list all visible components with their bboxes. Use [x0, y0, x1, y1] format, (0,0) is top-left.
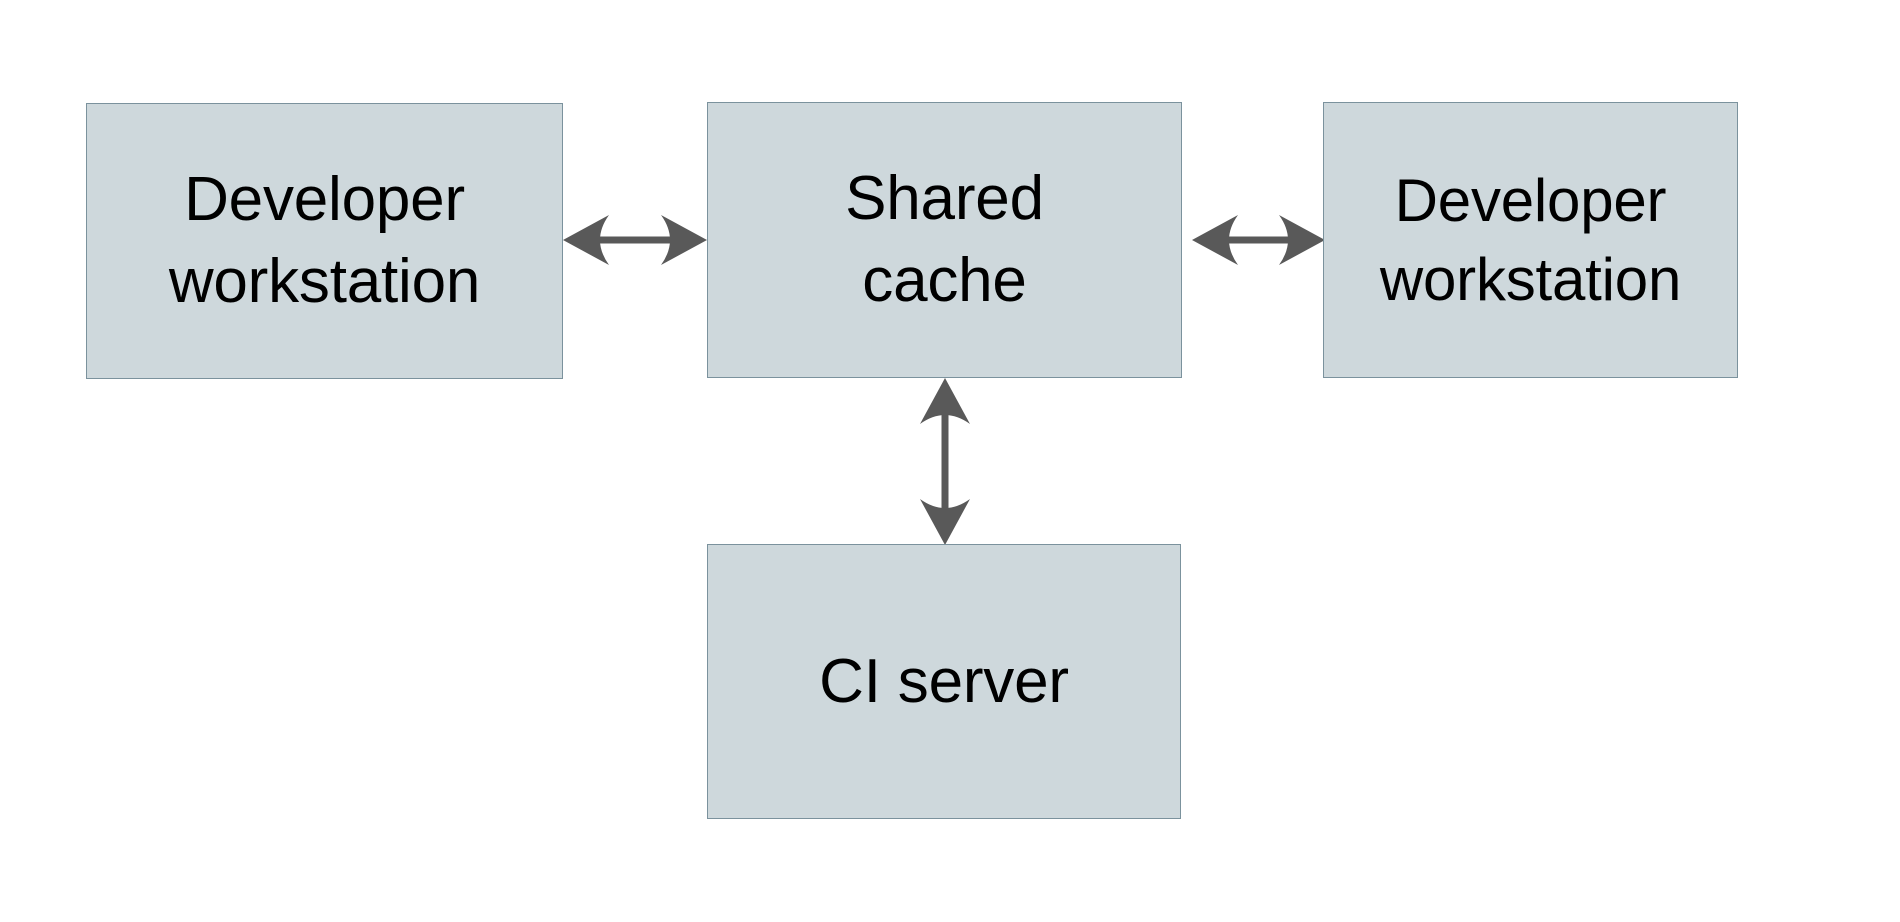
node-label-ci-server: CI server — [819, 646, 1069, 716]
arrow-shared-devright — [1192, 215, 1325, 265]
node-ci-server[interactable]: CI server — [707, 544, 1181, 819]
node-label-shared-cache: Shared cache — [845, 164, 1044, 315]
node-label-developer-workstation-left: Developer workstation — [168, 165, 481, 316]
node-label-developer-workstation-right: Developer workstation — [1379, 166, 1682, 313]
node-shared-cache[interactable]: Shared cache — [707, 102, 1182, 378]
arrow-devleft-shared — [563, 215, 707, 265]
node-developer-workstation-left[interactable]: Developer workstation — [86, 103, 563, 379]
arrow-shared-ci — [920, 378, 970, 545]
node-developer-workstation-right[interactable]: Developer workstation — [1323, 102, 1738, 378]
